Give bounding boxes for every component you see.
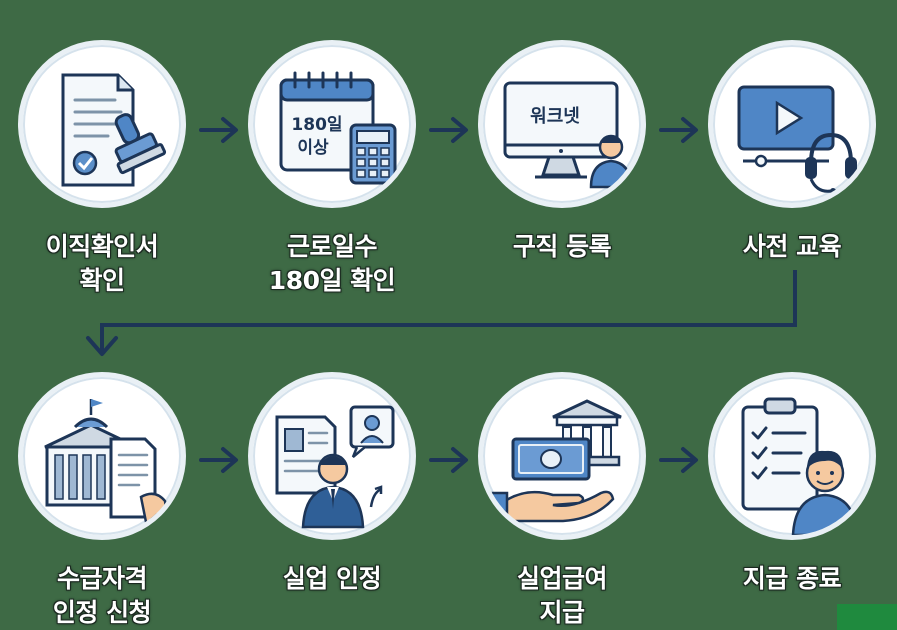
step-pre-education: 사전 교육 [702,40,882,264]
step-icon-circle [248,372,416,540]
step-unemployment-recognition: 실업 인정 [242,372,422,596]
step-icon-circle [18,372,186,540]
step-job-registration: 워크넷 구직 등록 [472,40,652,264]
calendar-text-over: 이상 [297,138,329,158]
worknet-monitor-icon: 워크넷 [483,45,641,203]
step-icon-circle [478,372,646,540]
corner-decoration [837,604,897,630]
government-building-document-icon [23,377,181,535]
document-stamp-icon [23,45,181,203]
bank-money-hand-icon [483,377,641,535]
video-headset-icon [713,45,871,203]
calendar-text-days: 180일 [291,115,342,135]
right-arrow-icon [427,445,473,475]
checklist-person-icon [713,377,871,535]
step-label: 실업 인정 [242,562,422,596]
step-payment-end: 지급 종료 [702,372,882,596]
step-label: 구직 등록 [472,230,652,264]
step-label: 지급 종료 [702,562,882,596]
monitor-text: 워크넷 [530,105,580,127]
right-arrow-icon [427,115,473,145]
right-arrow-icon [197,445,243,475]
step-icon-circle [18,40,186,208]
step-icon-circle [708,40,876,208]
step-icon-circle [708,372,876,540]
right-arrow-icon [197,115,243,145]
step-icon-circle: 180일 이상 [248,40,416,208]
right-arrow-icon [657,445,703,475]
right-arrow-icon [657,115,703,145]
step-icon-circle: 워크넷 [478,40,646,208]
profile-businessman-icon [253,377,411,535]
step-label: 사전 교육 [702,230,882,264]
calendar-calculator-icon: 180일 이상 [253,45,411,203]
